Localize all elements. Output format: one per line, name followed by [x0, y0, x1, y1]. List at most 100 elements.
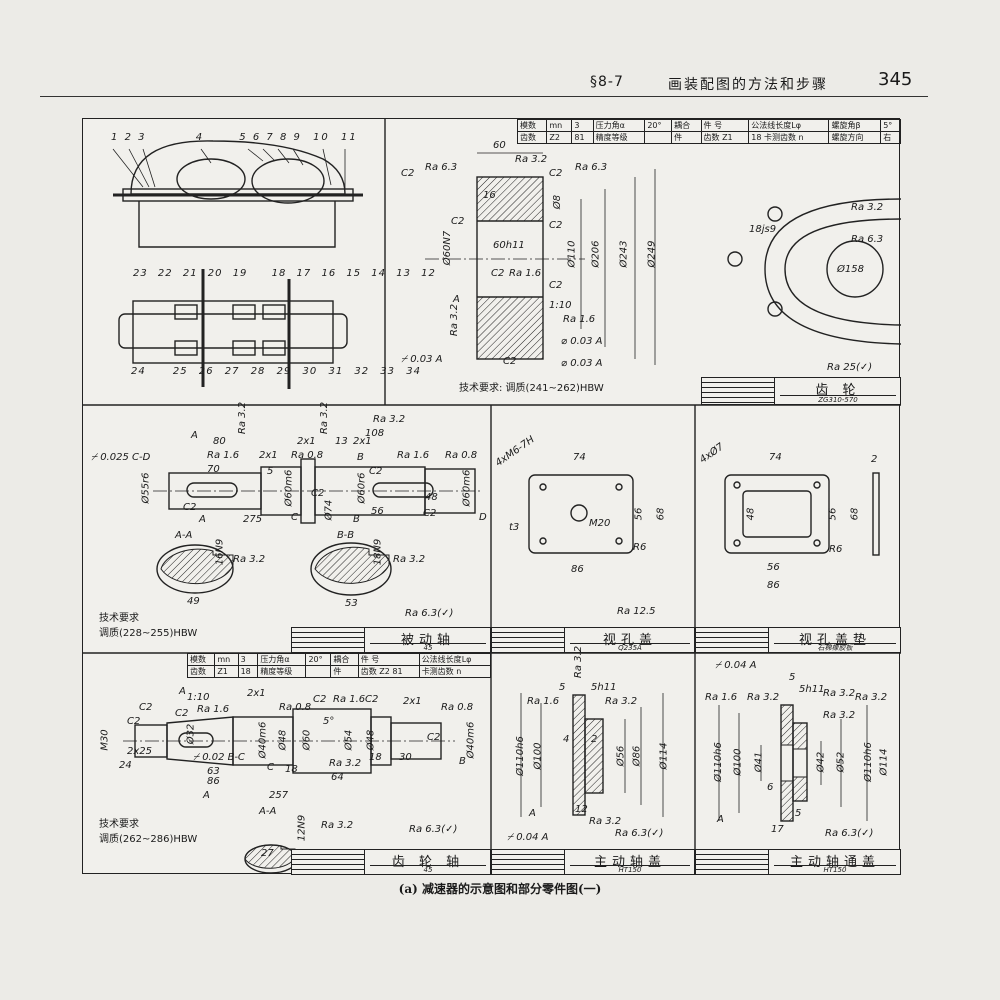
cell: 齿数 Z2 81: [357, 665, 420, 678]
tol: 0.03: [570, 336, 593, 347]
cell-text: 压力角: [595, 121, 620, 130]
dim: Ra 3.2: [373, 414, 406, 425]
datum: C-D: [132, 452, 151, 463]
part-numbers-row1: 23 22 21 20 19 18 17 16 15 14 13 12: [133, 269, 436, 279]
part-num: 16: [321, 268, 337, 279]
section-label-aa: A-A: [175, 530, 193, 541]
gear-shaft-panel: 模数 mn 3 压力角α 20° 耦合 件 号 公法线长度Lφ 齿数 Z1 18…: [83, 653, 492, 875]
driven-shaft-drawing: [153, 458, 483, 596]
dim: 5: [559, 682, 566, 693]
dim: R6: [633, 542, 647, 553]
dim: Ø40m6: [257, 721, 269, 759]
dim: 24: [119, 760, 132, 771]
dim: A-A: [259, 806, 277, 817]
dim: Ø110: [566, 240, 578, 268]
dim: Ra 3.2: [823, 710, 856, 721]
dim: Ø40m6: [465, 721, 477, 759]
part-material: HT150: [570, 865, 690, 874]
dim: 30: [399, 752, 412, 763]
dim: Ra 3.2: [329, 758, 362, 769]
dim: Ra 0.8: [279, 702, 312, 713]
dim: Ø48: [277, 729, 289, 751]
main-cover-drawing: [520, 693, 664, 817]
dim: 17: [771, 824, 784, 835]
dim: A: [199, 514, 206, 525]
part-num: 27: [224, 366, 240, 377]
dim: B: [353, 514, 360, 525]
dim: 53: [345, 598, 358, 609]
dim: C2: [183, 502, 197, 513]
dim: C2: [139, 702, 153, 713]
cell: 模数: [516, 119, 548, 132]
dim: R6: [829, 544, 843, 555]
dim: Ø60: [301, 729, 313, 751]
dim: 2x25: [127, 746, 153, 757]
dim: 56: [371, 506, 384, 517]
gear-shaft-drawing: [123, 708, 455, 874]
dim: Ø74: [323, 499, 335, 521]
dim: ⌀ 0.03 A: [561, 358, 603, 369]
dim: 2x1: [403, 696, 422, 707]
part-num: 26: [198, 366, 214, 377]
part-num: 32: [354, 366, 370, 377]
dim: Ra 3.2: [233, 554, 266, 565]
dim: ⌿ 0.03 A: [401, 354, 443, 365]
dim: 2x1: [353, 436, 372, 447]
page-header: §8-7 画装配图的方法和步骤 345: [560, 69, 930, 94]
dim: 257: [269, 790, 289, 801]
dim: B: [357, 452, 364, 463]
dim: ⌀ 0.03 A: [561, 336, 603, 347]
dim: C2: [549, 280, 563, 291]
cell: 件: [671, 131, 702, 144]
dim: A: [529, 808, 536, 819]
dim: Ø41: [753, 751, 765, 773]
dim: 5: [795, 808, 802, 819]
dim: C2: [369, 466, 383, 477]
part-num: 14: [371, 268, 387, 279]
title-grid: [292, 628, 365, 652]
dim: Ra 1.6: [207, 450, 240, 461]
dim: 18js9: [749, 224, 777, 235]
dim: C2: [491, 268, 505, 279]
title-grid: [492, 850, 565, 874]
dim: 63: [207, 766, 220, 777]
dim: B: [459, 756, 466, 767]
dim: 86: [571, 564, 584, 575]
dim: Ra 3.2: [319, 401, 331, 435]
dim: 86: [767, 580, 780, 591]
main-cover-title-block: 主动轴盖 HT150: [491, 849, 695, 875]
dim: Ø60r6: [356, 472, 368, 504]
main-cover-panel: Ra 3.2 5 5h11 Ra 1.6 Ra 3.2 4 2 Ø110h6 Ø…: [491, 646, 695, 875]
tech-title: 技术要求: [99, 819, 139, 830]
dim: ⌿ 0.02 B-C: [193, 752, 245, 763]
cell-text: 卡测齿数: [763, 133, 796, 142]
dim: ⌿ 0.04 A: [507, 832, 549, 843]
dim: D: [479, 512, 487, 523]
dim: 1:10: [549, 300, 572, 311]
dim: Ra 0.8: [445, 450, 478, 461]
dim: C2: [451, 216, 465, 227]
part-title: 视孔盖: [602, 633, 657, 648]
dim: Ra 6.3: [851, 234, 884, 245]
dim: Ra 3.2: [321, 820, 354, 831]
part-material: 45: [370, 865, 486, 874]
part-num: 34: [406, 366, 421, 377]
dim: Ra 3.2: [747, 692, 780, 703]
dim: 275: [243, 514, 263, 525]
dim: Ø86: [631, 745, 643, 767]
datum: A: [541, 832, 549, 843]
tech-text: 调质(262~286)HBW: [99, 834, 198, 845]
dim: Ø114: [878, 748, 890, 776]
dim: 5h11: [799, 684, 825, 695]
dim: 60h11: [493, 240, 525, 251]
dim: Ø243: [618, 240, 630, 268]
tol: 0.03: [570, 358, 593, 369]
section-title: 画装配图的方法和步骤: [668, 77, 828, 93]
dim: Ø114: [658, 742, 670, 770]
part-num: 23: [133, 268, 148, 279]
dim: A: [453, 294, 460, 305]
cell: 螺旋方向: [828, 131, 882, 144]
dim: 80: [213, 436, 226, 447]
sight-gasket-panel: 74 4xØ7 48 56 68 2 R6 56 86 视孔盖垫 石棉橡胶板: [695, 405, 901, 653]
cell-text: 压力角: [260, 655, 285, 664]
